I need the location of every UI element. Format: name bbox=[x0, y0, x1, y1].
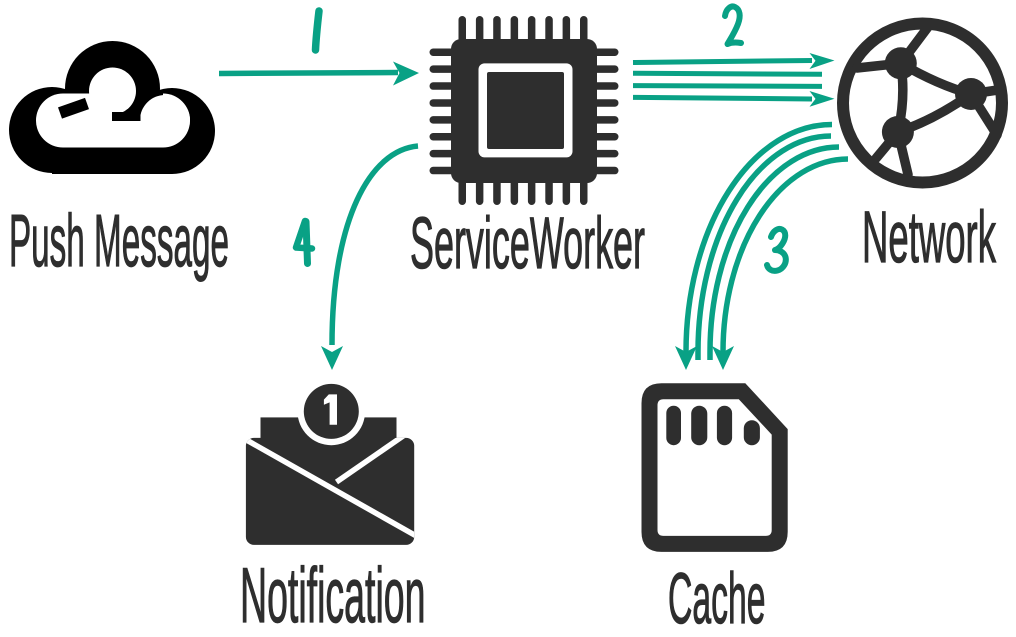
svg-text:Push Message: Push Message bbox=[9, 199, 229, 282]
svg-text:Cache: Cache bbox=[668, 559, 766, 632]
svg-text:Network: Network bbox=[862, 197, 996, 278]
svg-text:Notification: Notification bbox=[240, 551, 426, 632]
svg-text:ServiceWorker: ServiceWorker bbox=[410, 203, 645, 284]
